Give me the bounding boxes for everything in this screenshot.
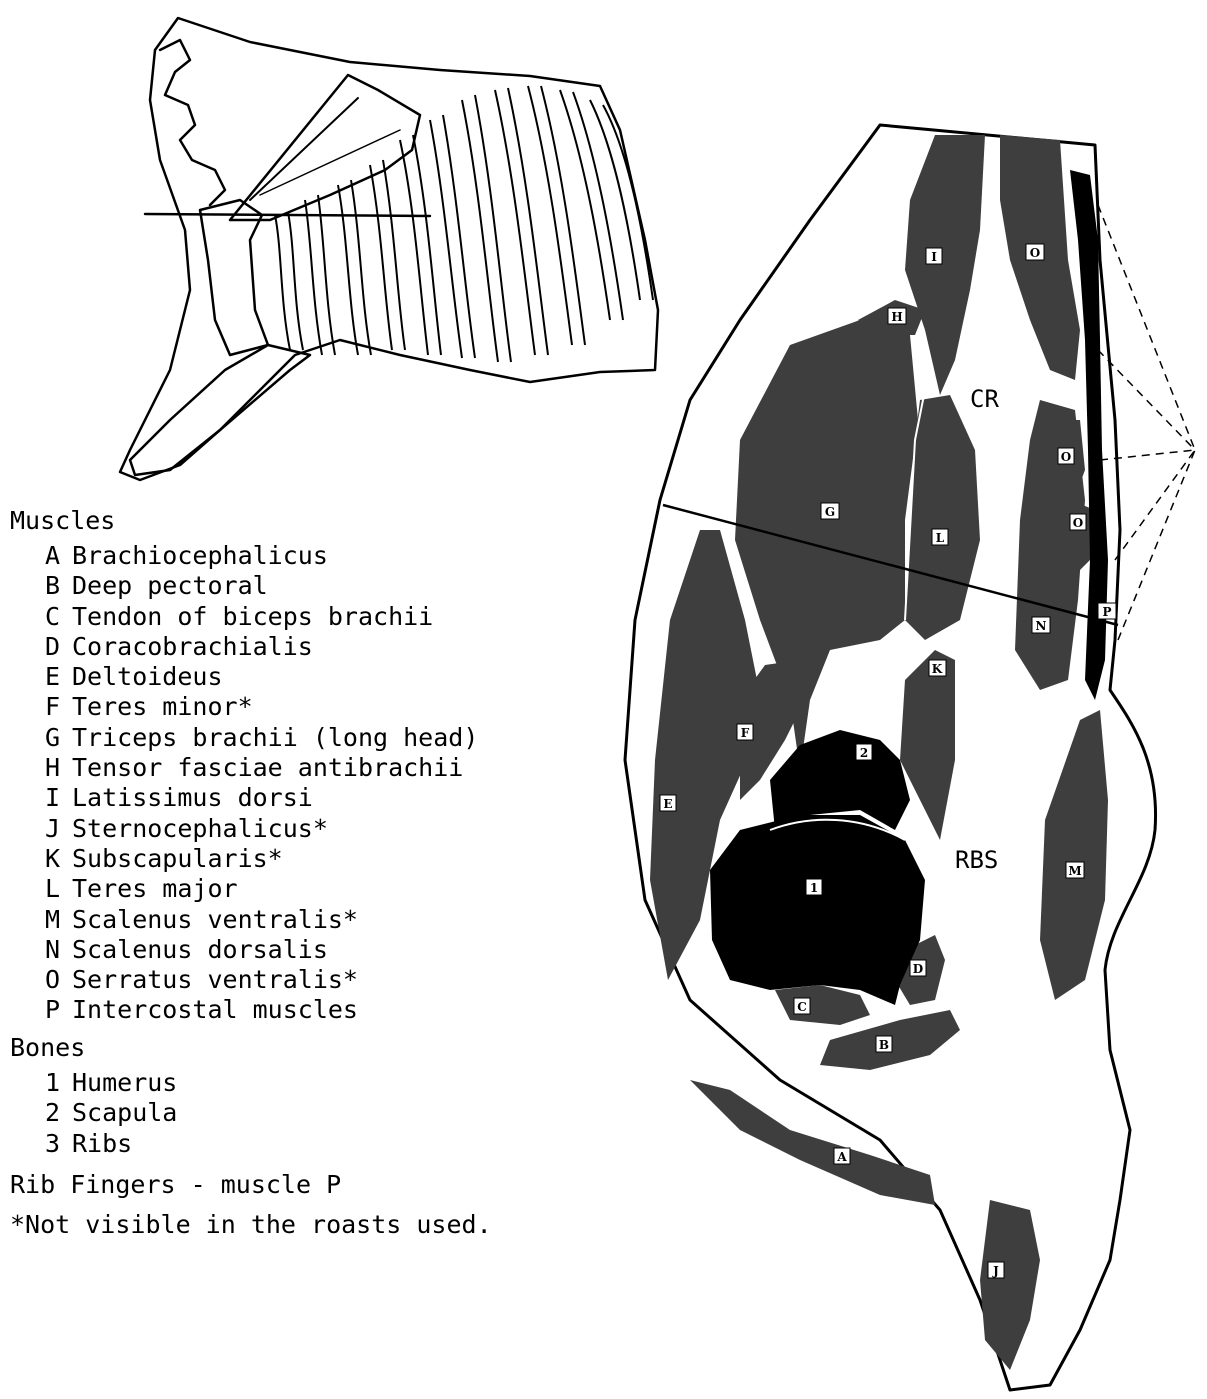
legend-row: MScalenus ventralis* xyxy=(10,905,620,935)
legend-row: BDeep pectoral xyxy=(10,571,620,601)
legend-row: ILatissimus dorsi xyxy=(10,783,620,813)
legend-row: 1Humerus xyxy=(10,1068,620,1099)
legend-row: 3Ribs xyxy=(10,1129,620,1160)
label-box-h: H xyxy=(888,308,906,324)
legend-row: NScalenus dorsalis xyxy=(10,935,620,965)
svg-text:2: 2 xyxy=(860,746,868,760)
label-box-b: B xyxy=(876,1036,892,1052)
legend-row: ABrachiocephalicus xyxy=(10,541,620,571)
label-box-o2: O xyxy=(1058,448,1074,464)
humerus-sketch xyxy=(200,200,268,355)
svg-text:E: E xyxy=(663,797,672,811)
bones-list: 1Humerus 2Scapula 3Ribs xyxy=(10,1068,620,1160)
vertebrae-sketch xyxy=(160,40,225,205)
legend-row: FTeres minor* xyxy=(10,692,620,722)
label-box-a: A xyxy=(834,1148,850,1164)
legend-row: DCoracobrachialis xyxy=(10,632,620,662)
label-box-c: C xyxy=(794,998,810,1014)
legend-row: KSubscapularis* xyxy=(10,844,620,874)
svg-text:A: A xyxy=(836,1150,847,1164)
legend-row: LTeres major xyxy=(10,874,620,904)
svg-text:N: N xyxy=(1036,619,1047,633)
label-box-l: L xyxy=(932,529,948,545)
label-box-m: M xyxy=(1066,862,1084,878)
svg-text:M: M xyxy=(1068,864,1081,878)
muscles-heading: Muscles xyxy=(10,505,620,537)
forearm-sketch xyxy=(130,345,310,475)
svg-text:H: H xyxy=(891,310,902,324)
legend-row: JSternocephalicus* xyxy=(10,814,620,844)
svg-text:O: O xyxy=(1073,516,1083,530)
label-box-k: K xyxy=(929,660,946,676)
legend-row: OSerratus ventralis* xyxy=(10,965,620,995)
svg-text:I: I xyxy=(931,250,937,264)
legend-row: PIntercostal muscles xyxy=(10,995,620,1025)
rib-fingers-note: Rib Fingers - muscle P xyxy=(10,1165,620,1205)
label-box-o3: O xyxy=(1070,514,1086,530)
cross-section-diagram: CR RBS I O H O G L O P N K F 2 E M 1 D C… xyxy=(608,110,1207,1399)
region-label-cr: CR xyxy=(970,385,999,413)
legend-row: CTendon of biceps brachii xyxy=(10,602,620,632)
not-visible-note: *Not visible in the roasts used. xyxy=(10,1205,620,1245)
legend-row: HTensor fasciae antibrachii xyxy=(10,753,620,783)
bones-heading: Bones xyxy=(10,1032,620,1064)
scapula-sketch xyxy=(230,75,420,220)
svg-text:O: O xyxy=(1030,246,1040,260)
svg-text:L: L xyxy=(936,531,945,545)
label-box-j: J xyxy=(988,1262,1004,1278)
legend-row: EDeltoideus xyxy=(10,662,620,692)
svg-text:D: D xyxy=(913,962,923,976)
svg-text:C: C xyxy=(797,1000,807,1014)
label-box-n: N xyxy=(1032,617,1050,633)
label-box-1: 1 xyxy=(806,879,822,895)
bone-1-humerus xyxy=(710,815,925,1005)
svg-text:J: J xyxy=(992,1264,999,1278)
legend-row: GTriceps brachii (long head) xyxy=(10,723,620,753)
label-box-p: P xyxy=(1098,603,1116,619)
label-box-2: 2 xyxy=(856,744,872,760)
legend: Muscles ABrachiocephalicus BDeep pectora… xyxy=(10,505,620,1245)
svg-text:B: B xyxy=(879,1038,889,1052)
label-box-e: E xyxy=(660,795,676,811)
svg-text:O: O xyxy=(1061,450,1071,464)
legend-row: 2Scapula xyxy=(10,1098,620,1129)
carcass-outline xyxy=(120,18,658,480)
label-box-i: I xyxy=(926,248,942,264)
label-box-o1: O xyxy=(1026,244,1044,260)
ribs-sketch xyxy=(275,86,653,362)
svg-text:1: 1 xyxy=(810,881,818,895)
label-box-g: G xyxy=(821,503,839,519)
svg-text:P: P xyxy=(1102,605,1111,619)
skeleton-sketch xyxy=(100,10,675,490)
muscles-list: ABrachiocephalicus BDeep pectoral CTendo… xyxy=(10,541,620,1026)
label-box-f: F xyxy=(737,724,753,740)
svg-text:K: K xyxy=(932,662,943,676)
svg-text:G: G xyxy=(825,505,835,519)
svg-text:F: F xyxy=(741,726,750,740)
label-box-d: D xyxy=(910,960,926,976)
region-label-rbs: RBS xyxy=(955,846,998,874)
